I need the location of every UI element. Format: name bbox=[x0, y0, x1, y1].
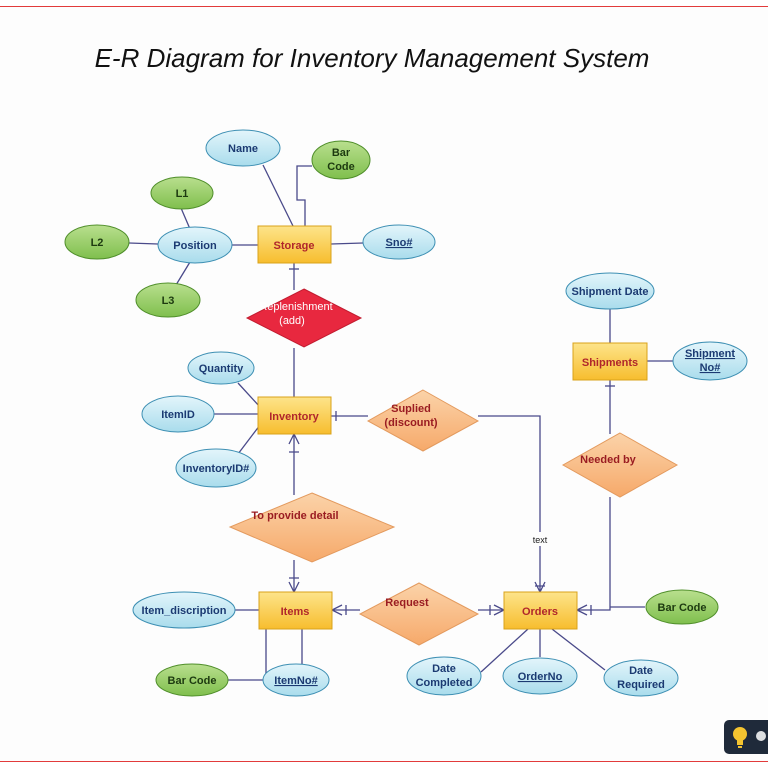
svg-text:L1: L1 bbox=[176, 188, 189, 200]
svg-text:Sno#: Sno# bbox=[386, 237, 413, 249]
entity-inventory[interactable]: Inventory bbox=[257, 396, 332, 435]
edge-storage-name bbox=[262, 164, 294, 227]
edge-orders-daterequired bbox=[551, 628, 606, 671]
svg-text:Request: Request bbox=[385, 597, 429, 609]
attribute-sno[interactable]: Sno# bbox=[362, 224, 436, 260]
svg-text:Quantity: Quantity bbox=[199, 363, 244, 375]
entity-storage[interactable]: Storage bbox=[257, 225, 332, 264]
edge-orders-datecompleted bbox=[480, 628, 529, 673]
attribute-item-description[interactable]: Item_discription bbox=[132, 591, 236, 629]
svg-text:Bar: Bar bbox=[332, 147, 351, 159]
svg-text:To provide detail: To provide detail bbox=[251, 510, 338, 522]
edges bbox=[128, 164, 673, 681]
attribute-date-completed[interactable]: Date Completed bbox=[406, 656, 482, 696]
svg-text:Date: Date bbox=[629, 665, 653, 677]
svg-text:ItemNo#: ItemNo# bbox=[274, 675, 317, 687]
relationship-needed-by[interactable]: Needed by bbox=[561, 432, 679, 498]
svg-text:Shipments: Shipments bbox=[582, 357, 638, 369]
svg-text:No#: No# bbox=[700, 362, 721, 374]
attribute-orders-bar-code[interactable]: Bar Code bbox=[645, 589, 719, 625]
svg-text:Bar Code: Bar Code bbox=[658, 602, 707, 614]
attribute-shipment-date[interactable]: Shipment Date bbox=[565, 272, 655, 310]
svg-text:Bar Code: Bar Code bbox=[168, 675, 217, 687]
svg-text:(discount): (discount) bbox=[384, 417, 437, 429]
attribute-quantity[interactable]: Quantity bbox=[187, 351, 255, 385]
svg-text:Inventory: Inventory bbox=[269, 411, 319, 423]
svg-text:Shipment Date: Shipment Date bbox=[571, 286, 648, 298]
edge-position-l1 bbox=[180, 207, 191, 230]
svg-text:(add): (add) bbox=[279, 315, 305, 327]
attribute-date-required[interactable]: Date Required bbox=[603, 659, 679, 697]
svg-text:OrderNo: OrderNo bbox=[518, 671, 563, 683]
edge-position-l3 bbox=[175, 261, 191, 286]
page-title: E-R Diagram for Inventory Management Sys… bbox=[95, 43, 650, 73]
attribute-l3[interactable]: L3 bbox=[135, 282, 201, 318]
relationship-request[interactable]: Request bbox=[358, 582, 480, 646]
edge-inventory-inventoryid bbox=[237, 424, 261, 455]
edge-storage-barcode bbox=[296, 165, 312, 226]
svg-text:L2: L2 bbox=[91, 237, 104, 249]
relationship-provide-detail[interactable]: To provide detail bbox=[228, 492, 396, 563]
edge-inventory-quantity bbox=[237, 382, 261, 408]
svg-text:InventoryID#: InventoryID# bbox=[183, 463, 250, 475]
attribute-position[interactable]: Position bbox=[157, 226, 233, 264]
svg-text:Orders: Orders bbox=[522, 606, 558, 618]
attribute-itemid[interactable]: ItemID bbox=[141, 395, 215, 433]
logo-badge bbox=[724, 720, 768, 754]
entity-orders[interactable]: Orders bbox=[503, 591, 578, 630]
relationship-suplied[interactable]: Suplied (discount) bbox=[366, 389, 480, 452]
diagram-frame bbox=[0, 6, 768, 762]
svg-text:Required: Required bbox=[617, 679, 665, 691]
attribute-storage-bar-code[interactable]: Bar Code bbox=[311, 140, 371, 180]
lightbulb-icon bbox=[733, 727, 766, 748]
svg-text:ItemID: ItemID bbox=[161, 409, 195, 421]
attribute-name[interactable]: Name bbox=[205, 129, 281, 167]
svg-text:Date: Date bbox=[432, 663, 456, 675]
svg-text:Shipment: Shipment bbox=[685, 348, 735, 360]
edge-orders-neededby bbox=[577, 497, 611, 611]
edge-storage-sno bbox=[330, 242, 364, 245]
svg-text:Storage: Storage bbox=[274, 240, 315, 252]
svg-text:Completed: Completed bbox=[416, 677, 473, 689]
attribute-orderno[interactable]: OrderNo bbox=[502, 657, 578, 695]
edge-position-l2 bbox=[128, 242, 159, 245]
svg-text:Needed by: Needed by bbox=[580, 454, 637, 466]
edge-suplied-orders bbox=[478, 415, 541, 592]
attribute-l2[interactable]: L2 bbox=[64, 224, 130, 260]
entity-items[interactable]: Items bbox=[258, 591, 333, 630]
svg-text:Items: Items bbox=[281, 606, 310, 618]
svg-text:L3: L3 bbox=[162, 295, 175, 307]
attribute-shipment-no[interactable]: Shipment No# bbox=[672, 341, 748, 381]
svg-text:Position: Position bbox=[173, 240, 217, 252]
attribute-inventoryid[interactable]: InventoryID# bbox=[175, 448, 257, 488]
svg-text:Code: Code bbox=[327, 161, 355, 173]
svg-text:Item_discription: Item_discription bbox=[142, 605, 227, 617]
attribute-itemno[interactable]: ItemNo# bbox=[262, 663, 330, 697]
attribute-items-bar-code[interactable]: Bar Code bbox=[155, 663, 229, 697]
relationship-replenishment[interactable]: Replenishment (add) bbox=[245, 288, 363, 348]
svg-text:Replenishment: Replenishment bbox=[259, 301, 332, 313]
edge-text-label: text bbox=[533, 535, 548, 545]
attribute-l1[interactable]: L1 bbox=[150, 176, 214, 210]
svg-text:Name: Name bbox=[228, 143, 258, 155]
entity-shipments[interactable]: Shipments bbox=[572, 342, 648, 381]
svg-text:Suplied: Suplied bbox=[391, 403, 431, 415]
